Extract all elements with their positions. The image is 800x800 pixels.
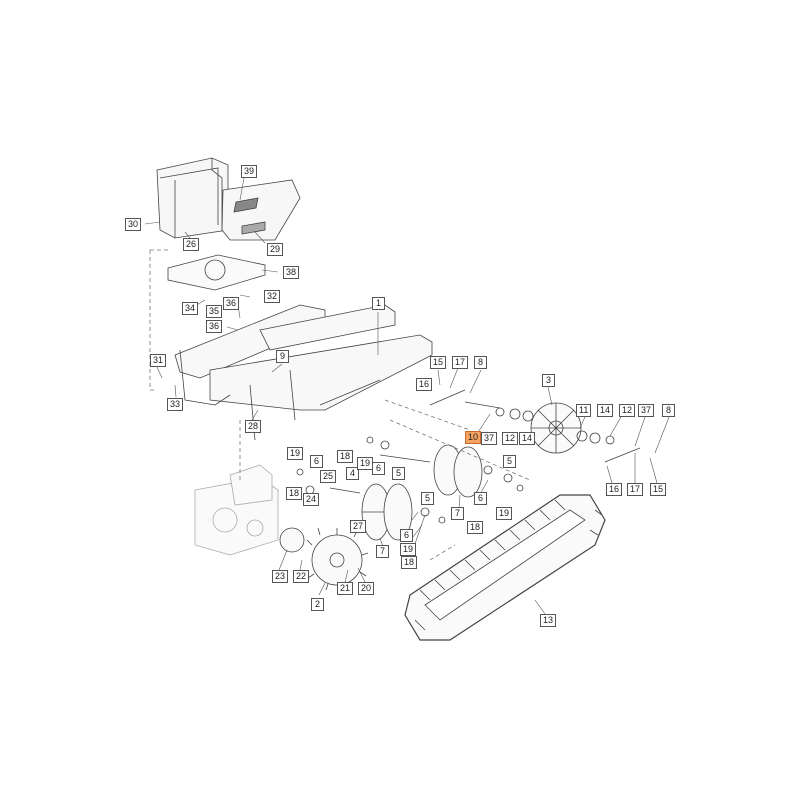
callout-9: 9 [276, 350, 289, 363]
callout-7: 7 [376, 545, 389, 558]
callout-37: 37 [638, 404, 655, 417]
callout-14: 14 [519, 432, 536, 445]
main-frame [174, 304, 433, 441]
callout-15: 15 [430, 356, 447, 369]
callout-5: 5 [503, 455, 516, 468]
callout-5: 5 [392, 467, 405, 480]
callout-12: 12 [619, 404, 636, 417]
callout-18: 18 [401, 556, 418, 569]
callout-7: 7 [451, 507, 464, 520]
drive-flange [279, 527, 305, 553]
callout-34: 34 [182, 302, 199, 315]
rubber-track [404, 494, 606, 641]
callout-8: 8 [662, 404, 675, 417]
track-roller-left [361, 483, 413, 541]
leader-lines [144, 177, 670, 615]
callout-18: 18 [467, 521, 484, 534]
callout-17: 17 [452, 356, 469, 369]
callout-39: 39 [241, 165, 258, 178]
tension-bolt-left [429, 389, 466, 406]
callout-10: 10 [465, 431, 482, 444]
engine-cover [156, 157, 301, 241]
callout-35: 35 [206, 305, 223, 318]
callout-31: 31 [150, 354, 167, 367]
callout-12: 12 [502, 432, 519, 445]
callout-16: 16 [416, 378, 433, 391]
callout-19: 19 [496, 507, 513, 520]
callout-24: 24 [303, 493, 320, 506]
callout-6: 6 [400, 529, 413, 542]
callout-26: 26 [183, 238, 200, 251]
callout-2: 2 [311, 598, 324, 611]
callout-19: 19 [400, 543, 417, 556]
drive-sprocket [306, 527, 369, 591]
callout-30: 30 [125, 218, 142, 231]
callout-20: 20 [358, 582, 375, 595]
callout-1: 1 [372, 297, 385, 310]
callout-6: 6 [310, 455, 323, 468]
callout-36: 36 [223, 297, 240, 310]
engine-block [194, 464, 279, 556]
callout-6: 6 [372, 462, 385, 475]
callout-15: 15 [650, 483, 667, 496]
callout-18: 18 [337, 450, 354, 463]
tension-bolt-right [604, 447, 641, 463]
callout-28: 28 [245, 420, 262, 433]
callout-32: 32 [264, 290, 281, 303]
shaft-9 [329, 487, 361, 494]
callout-17: 17 [627, 483, 644, 496]
callout-33: 33 [167, 398, 184, 411]
callout-25: 25 [320, 470, 337, 483]
callout-5: 5 [421, 492, 434, 505]
callout-38: 38 [283, 266, 300, 279]
callout-3: 3 [542, 374, 555, 387]
idler-shaft [464, 401, 501, 409]
callout-16: 16 [606, 483, 623, 496]
shaft-4 [379, 454, 431, 463]
callout-6: 6 [474, 492, 487, 505]
callout-21: 21 [337, 582, 354, 595]
callout-4: 4 [346, 467, 359, 480]
callout-18: 18 [286, 487, 303, 500]
guide-lines [149, 249, 531, 561]
callout-22: 22 [293, 570, 310, 583]
track-roller-right [433, 444, 483, 498]
callout-23: 23 [272, 570, 289, 583]
callout-19: 19 [287, 447, 304, 460]
callout-36: 36 [206, 320, 223, 333]
callout-27: 27 [350, 520, 367, 533]
mount-plate [167, 254, 266, 291]
callout-37: 37 [481, 432, 498, 445]
callout-11: 11 [576, 404, 592, 417]
idler-wheel [530, 402, 582, 454]
callout-29: 29 [267, 243, 284, 256]
callout-19: 19 [357, 457, 374, 470]
callout-13: 13 [540, 614, 557, 627]
callout-14: 14 [597, 404, 614, 417]
callout-8: 8 [474, 356, 487, 369]
